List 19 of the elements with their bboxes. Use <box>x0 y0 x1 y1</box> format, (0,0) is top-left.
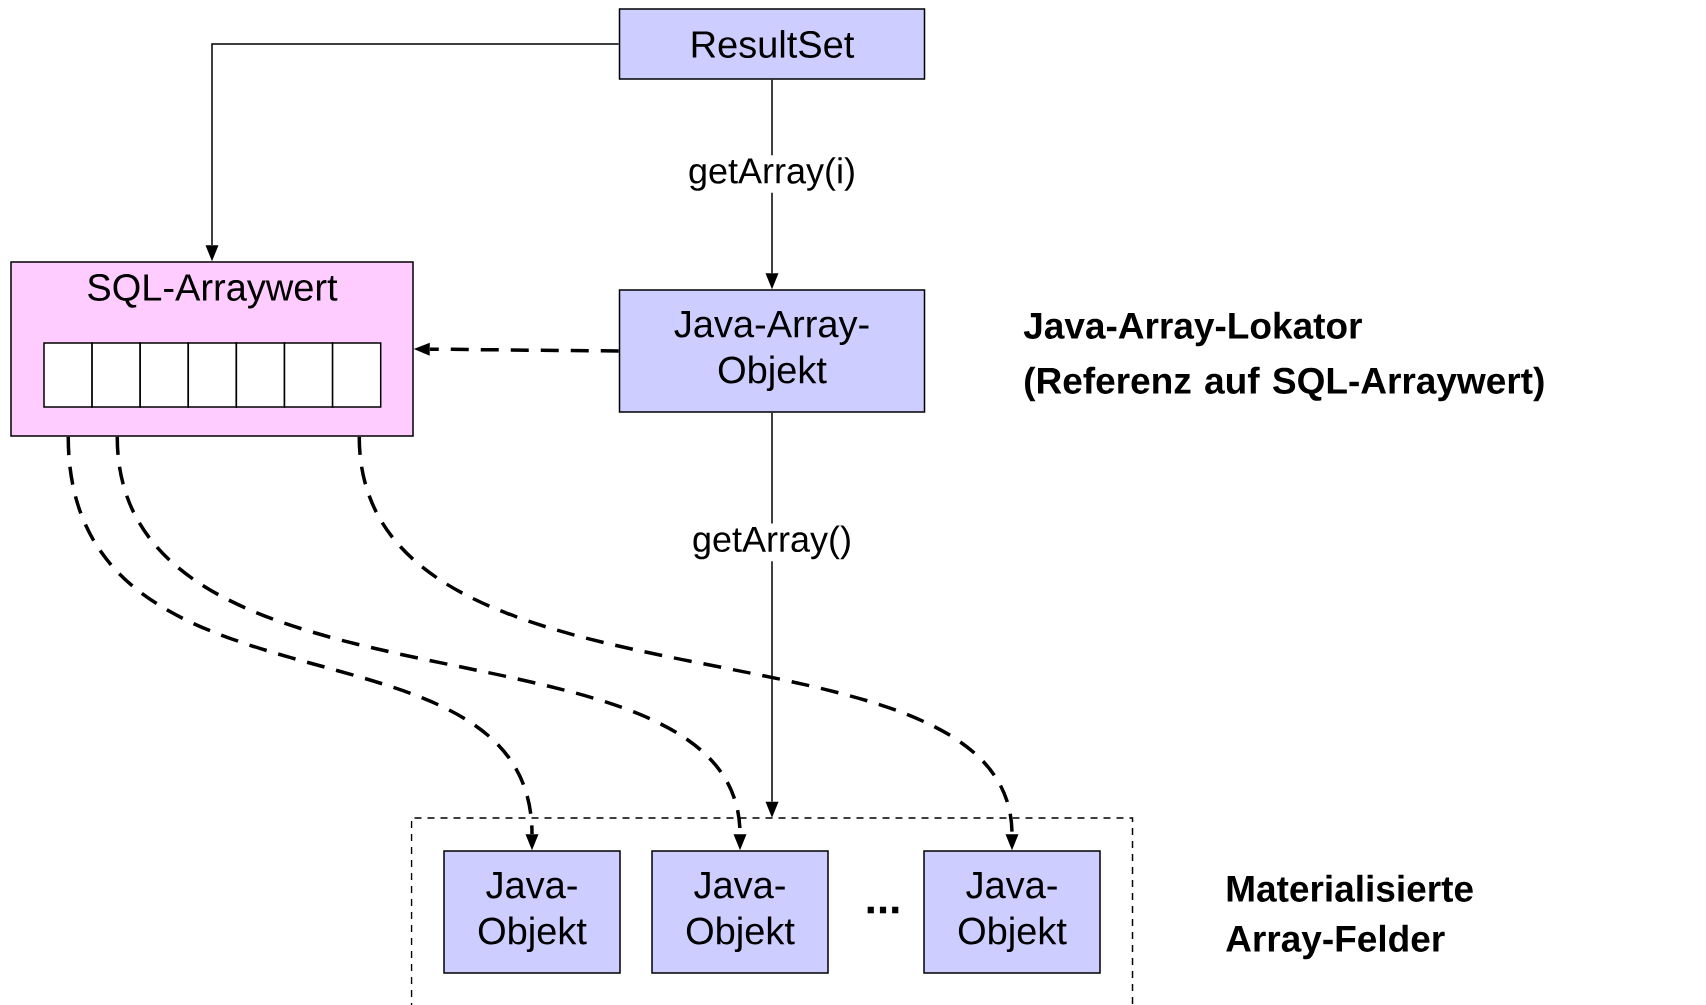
array-value-box: SQL-Arraywert <box>10 261 414 437</box>
object-box: Java-Objekt <box>923 850 1101 974</box>
arrow <box>357 436 1019 851</box>
side-note: Materialisierte Array-Felder <box>1226 874 1473 960</box>
arrow <box>765 412 779 818</box>
side-note: Java-Array-Lokator <box>1023 311 1362 347</box>
arrow <box>66 436 539 851</box>
arrow <box>205 43 620 262</box>
ellipsis: ... <box>867 906 899 914</box>
edge-label: getArray() <box>693 525 850 560</box>
arrow <box>115 436 747 851</box>
object-box: Java-Objekt <box>651 850 829 974</box>
object-box: ResultSet <box>618 8 926 80</box>
edge-label: getArray(i) <box>689 157 854 191</box>
arrow <box>413 342 619 356</box>
side-note: (Referenz auf SQL-Arraywert) <box>1025 366 1544 402</box>
dashed-frame <box>410 817 1134 1005</box>
object-box: Java-Objekt <box>443 850 621 974</box>
object-box: Java-Array-Objekt <box>618 289 926 413</box>
